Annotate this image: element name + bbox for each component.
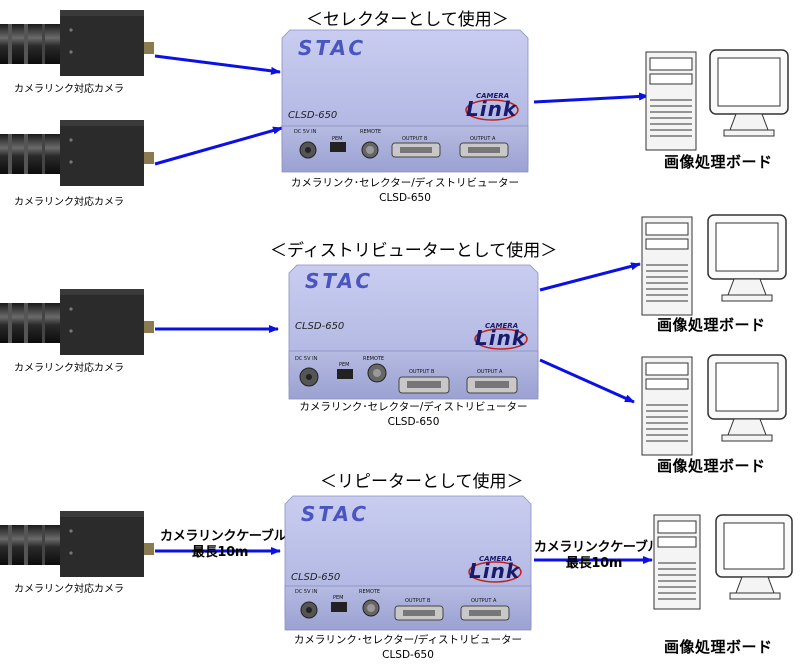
camera-link-logo: Link <box>466 97 518 121</box>
camera-label: カメラリンク対応カメラ <box>14 84 124 95</box>
camera-link-logo: Link <box>475 326 527 350</box>
cable-label-output: カメラリンクケーブル 最長10m <box>534 540 661 572</box>
device-caption-model: CLSD-650 <box>382 649 434 661</box>
cable-label-length: 最長10m <box>191 545 249 560</box>
brand-logo: STAC <box>305 269 374 293</box>
clsd-650-device-icon: STAC CLSD-650 CAMERA Link DC 5V IN PEM R… <box>287 264 540 400</box>
device-caption-model: CLSD-650 <box>379 192 431 204</box>
port-label-pem: PEM <box>333 595 344 601</box>
port-label-output-a: OUTPUT A <box>470 136 496 142</box>
pc-tower-icon <box>641 356 693 456</box>
port-label-dc: DC 5V IN <box>294 129 317 135</box>
camera-icon <box>0 289 154 355</box>
port-label-pem: PEM <box>339 362 350 368</box>
clsd-650-device-icon: STAC CLSD-650 CAMERA Link DC 5V IN PEM R… <box>283 495 533 632</box>
cable-label-length: 最長10m <box>565 556 623 571</box>
port-label-output-b: OUTPUT B <box>409 369 435 375</box>
port-label-remote: REMOTE <box>363 356 385 362</box>
pc-workstation-icon <box>653 514 793 610</box>
device-caption-name: カメラリンク･セレクター/ディストリビューター <box>290 177 520 189</box>
port-label-remote: REMOTE <box>360 129 382 135</box>
board-label: 画像処理ボード <box>657 457 766 475</box>
port-label-output-b: OUTPUT B <box>402 136 428 142</box>
device-caption: カメラリンク･セレクター/ディストリビューター CLSD-650 <box>287 400 540 430</box>
pc-tower-icon <box>641 216 693 316</box>
crt-monitor-icon <box>707 214 787 302</box>
brand-logo: STAC <box>298 36 367 60</box>
device-caption-name: カメラリンク･セレクター/ディストリビューター <box>299 401 528 413</box>
pc-workstation-icon <box>641 214 787 316</box>
crt-monitor-icon <box>707 354 787 442</box>
camera-label: カメラリンク対応カメラ <box>14 363 124 374</box>
device-model-label: CLSD-650 <box>291 572 341 583</box>
camera-link-logo-small: CAMERA <box>485 322 519 330</box>
camera-icon <box>0 10 154 76</box>
section-title-repeater: ＜リピーターとして使用＞ <box>320 472 524 492</box>
board-label: 画像処理ボード <box>657 316 766 334</box>
camera-link-logo: Link <box>469 559 521 583</box>
port-label-output-b: OUTPUT B <box>405 598 431 604</box>
section-title-distributor: ＜ディストリビューターとして使用＞ <box>270 241 558 261</box>
port-label-dc: DC 5V IN <box>295 589 318 595</box>
pc-workstation-icon <box>645 49 789 151</box>
camera-label: カメラリンク対応カメラ <box>14 584 124 595</box>
port-label-remote: REMOTE <box>359 589 381 595</box>
port-label-output-a: OUTPUT A <box>477 369 503 375</box>
device-model-label: CLSD-650 <box>288 110 338 121</box>
device-caption-model: CLSD-650 <box>387 416 440 428</box>
pc-tower-icon <box>645 51 697 151</box>
device-caption: カメラリンク･セレクター/ディストリビューター CLSD-650 <box>283 633 533 663</box>
crt-monitor-icon <box>715 514 793 600</box>
port-label-output-a: OUTPUT A <box>471 598 497 604</box>
camera-link-logo-small: CAMERA <box>476 92 510 100</box>
camera-link-logo-small: CAMERA <box>479 555 513 563</box>
pc-workstation-icon <box>641 354 787 456</box>
crt-monitor-icon <box>709 49 789 137</box>
board-label: 画像処理ボード <box>664 638 773 656</box>
device-caption: カメラリンク･セレクター/ディストリビューター CLSD-650 <box>280 176 530 206</box>
pc-tower-icon <box>653 514 701 610</box>
clsd-650-device-icon: STAC CLSD-650 CAMERA Link DC 5V IN PEM R… <box>280 29 530 175</box>
section-title-selector: ＜セレクターとして使用＞ <box>306 10 509 30</box>
cable-label-name: カメラリンクケーブル <box>534 540 661 555</box>
camera-icon <box>0 120 154 186</box>
cable-label-input: カメラリンクケーブル 最長10m <box>160 529 287 561</box>
port-label-dc: DC 5V IN <box>295 356 318 362</box>
cable-label-name: カメラリンクケーブル <box>160 529 287 544</box>
device-caption-name: カメラリンク･セレクター/ディストリビューター <box>293 634 523 646</box>
camera-icon <box>0 511 154 577</box>
brand-logo: STAC <box>301 502 370 526</box>
camera-label: カメラリンク対応カメラ <box>14 197 124 208</box>
port-label-pem: PEM <box>332 136 343 142</box>
device-model-label: CLSD-650 <box>295 321 345 332</box>
board-label: 画像処理ボード <box>664 153 773 171</box>
